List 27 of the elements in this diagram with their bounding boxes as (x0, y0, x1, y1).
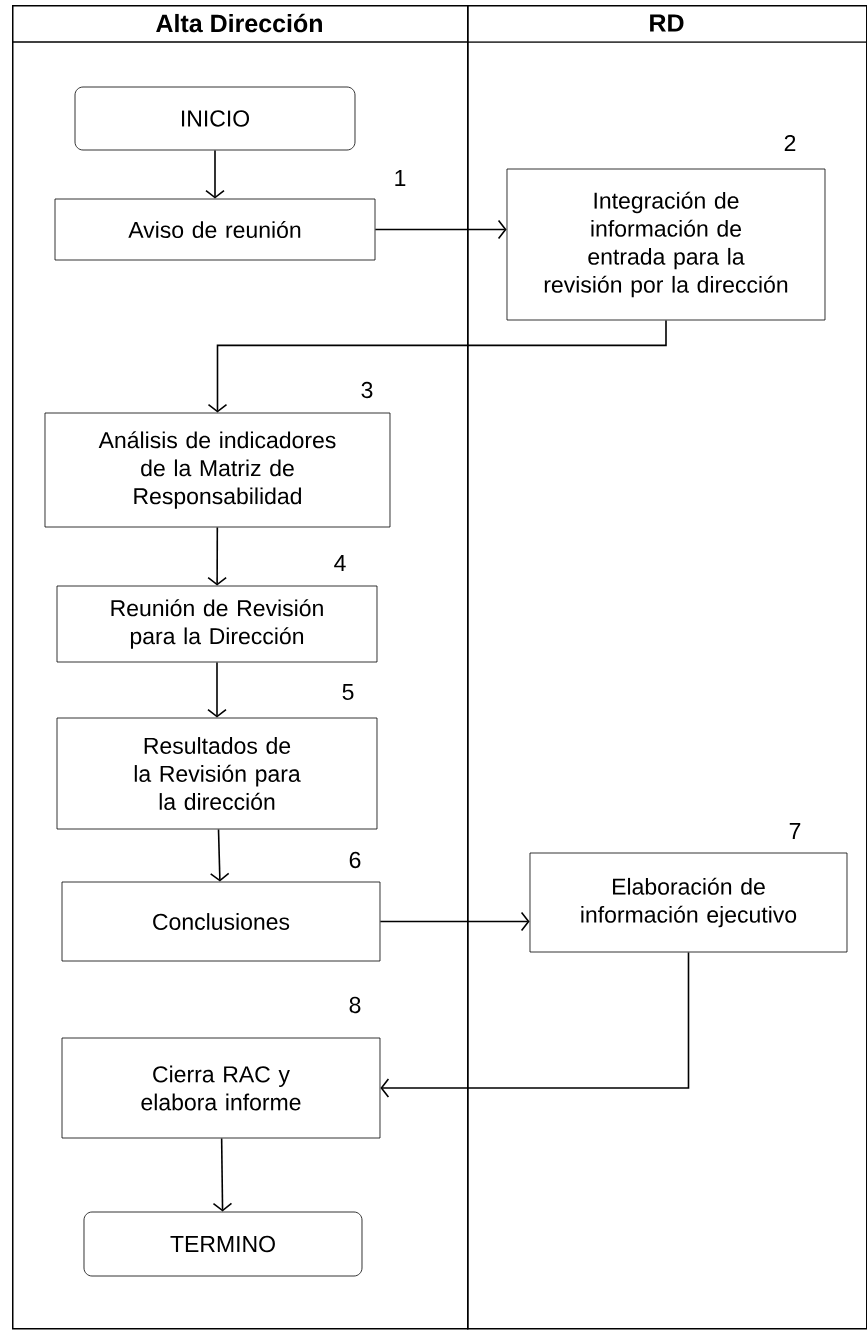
terminal-box: INICIO (74, 86, 356, 151)
step-number: 5 (342, 684, 354, 701)
process-box: Resultados de la Revisión para la dirección (56, 717, 378, 830)
step-number: 8 (349, 996, 361, 1014)
arrow (207, 319, 667, 413)
process-box: Conclusiones (61, 881, 381, 962)
arrow (207, 526, 227, 586)
arrow (380, 951, 690, 1098)
arrow (212, 1137, 233, 1212)
arrow (209, 828, 230, 882)
process-box: Elaboración de información ejecutivo (529, 852, 848, 953)
step-number: 4 (334, 555, 346, 571)
arrow (379, 911, 530, 932)
step-number: 3 (361, 381, 373, 399)
arrow (207, 661, 227, 718)
arrow (374, 219, 507, 240)
terminal-box: TERMINO (83, 1211, 363, 1277)
process-box: Análisis de indicadores de la Matriz de Responsabilidad (44, 412, 391, 528)
process-box: Reunión de Revisión para la Dirección (56, 585, 378, 663)
step-number: 2 (784, 135, 796, 152)
step-number: 1 (395, 170, 406, 186)
arrow (205, 149, 225, 199)
process-box: Cierra RAC y elabora informe (61, 1037, 381, 1139)
step-number: 7 (789, 823, 801, 839)
process-box: Aviso de reunión (54, 198, 376, 261)
step-number: 6 (349, 851, 361, 869)
process-box: Integración de información de entrada para la revisión por la dirección (506, 168, 826, 321)
